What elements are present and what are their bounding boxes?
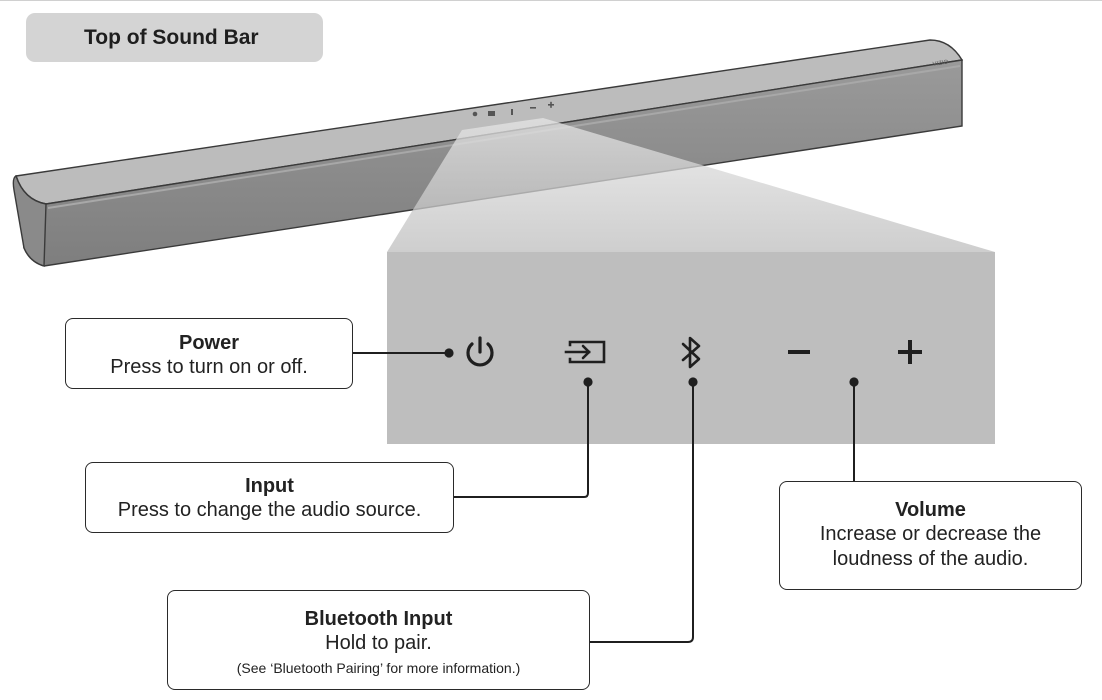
bluetooth-callout: Bluetooth Input Hold to pair. (See ‘Blue…: [167, 590, 590, 690]
top-rule: [0, 0, 1102, 1]
power-leader-dot: [444, 348, 454, 358]
bluetooth-leader-line: [590, 382, 694, 643]
section-heading: Top of Sound Bar: [26, 13, 323, 62]
section-heading-label: Top of Sound Bar: [84, 26, 259, 49]
volume-down-icon: [788, 350, 810, 354]
bluetooth-callout-description: Hold to pair.: [325, 632, 432, 654]
volume-callout-description: Increase or decrease the loudness of the…: [819, 523, 1042, 570]
volume-leader-dot: [849, 377, 859, 387]
bluetooth-leader-dot: [688, 377, 698, 387]
bluetooth-callout-title: Bluetooth Input: [304, 608, 453, 630]
input-icon: [564, 340, 606, 364]
volume-callout-title: Volume: [895, 499, 966, 521]
power-callout-title: Power: [178, 332, 240, 354]
power-callout: Power Press to turn on or off.: [65, 318, 353, 389]
bluetooth-icon: [681, 336, 701, 369]
zoom-beam: [387, 118, 995, 252]
input-leader-line: [454, 382, 589, 498]
input-callout: Input Press to change the audio source.: [85, 462, 454, 533]
volume-callout: Volume Increase or decrease the loudness…: [779, 481, 1082, 590]
volume-up-icon: [898, 340, 922, 364]
input-callout-title: Input: [245, 475, 294, 497]
input-leader-dot: [583, 377, 593, 387]
brand-mark: VIZIO: [932, 60, 949, 68]
bluetooth-callout-note: (See ‘Bluetooth Pairing’ for more inform…: [236, 660, 521, 676]
top-control-marks: [472, 101, 554, 117]
power-icon: [466, 336, 494, 367]
input-callout-description: Press to change the audio source.: [117, 499, 422, 521]
power-callout-description: Press to turn on or off.: [110, 356, 308, 378]
